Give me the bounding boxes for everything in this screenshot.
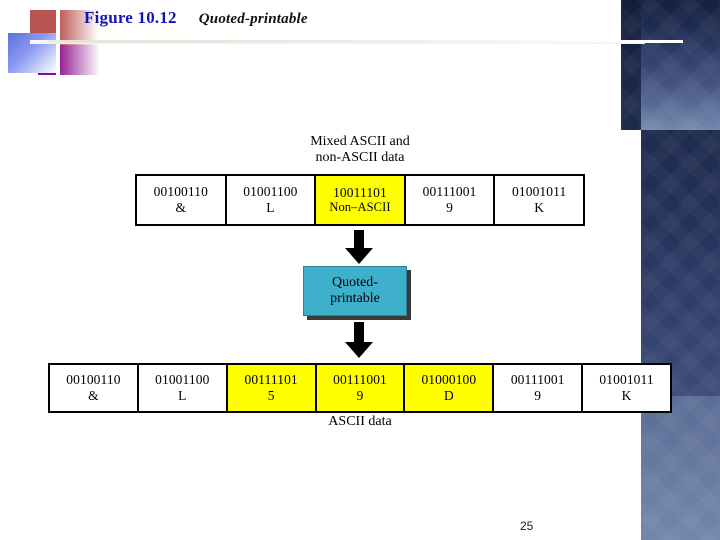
- byte-character: K: [534, 199, 545, 215]
- header-horizontal-rule-right: [645, 40, 683, 43]
- byte-bits: 01001100: [243, 184, 298, 200]
- byte-bits: 00111101: [244, 372, 298, 388]
- page-number: 25: [520, 519, 534, 533]
- byte-cell: 00100110&: [50, 365, 139, 411]
- byte-character: 9: [534, 387, 542, 403]
- byte-character: &: [88, 387, 99, 403]
- byte-bits: 01001011: [599, 372, 654, 388]
- output-data-caption: ASCII data: [328, 414, 392, 429]
- byte-character: Non–ASCII: [329, 200, 391, 215]
- page-title: Figure 10.12 Quoted-printable: [84, 8, 308, 28]
- byte-character: 9: [446, 199, 453, 215]
- byte-bits: 00111001: [333, 372, 387, 388]
- byte-character: 9: [356, 387, 364, 403]
- right-decor-notch-upper: [621, 130, 641, 396]
- right-decor-notch-lower: [621, 396, 641, 540]
- byte-character: L: [178, 387, 187, 403]
- byte-bits: 10011101: [333, 184, 387, 200]
- byte-bits: 01000100: [421, 372, 477, 388]
- quoted-printable-process-box: Quoted- printable: [303, 266, 407, 316]
- byte-cell: 00100110&: [137, 176, 227, 224]
- down-arrow-icon: [345, 322, 373, 358]
- byte-bits: 00100110: [66, 372, 121, 388]
- input-data-caption: Mixed ASCII and non-ASCII data: [310, 134, 410, 165]
- figure-subject: Quoted-printable: [198, 11, 308, 27]
- header-horizontal-rule: [30, 40, 645, 43]
- ornament-red-gradient: [57, 10, 99, 45]
- byte-character: &: [175, 199, 187, 215]
- byte-bits: 01001100: [155, 372, 210, 388]
- byte-bits: 01001011: [512, 184, 567, 200]
- figure-number: Figure 10.12: [84, 8, 177, 27]
- byte-bits: 00100110: [153, 184, 208, 200]
- byte-character: 5: [267, 387, 275, 403]
- arrow-head: [345, 248, 373, 264]
- byte-character: D: [443, 387, 454, 403]
- arrow-head: [345, 342, 373, 358]
- arrow-shaft: [354, 230, 364, 249]
- byte-character: K: [621, 387, 632, 403]
- ornament-blue-square: [8, 33, 56, 73]
- down-arrow-icon: [345, 230, 373, 264]
- ornament-purple-gradient: [56, 45, 100, 75]
- right-decor-panel-upper: [641, 0, 720, 130]
- byte-bits: 00111001: [422, 184, 477, 200]
- byte-bits: 00111001: [510, 372, 565, 388]
- byte-character: L: [266, 199, 275, 215]
- right-decor-panel-lower: [641, 396, 720, 540]
- arrow-shaft: [354, 322, 364, 343]
